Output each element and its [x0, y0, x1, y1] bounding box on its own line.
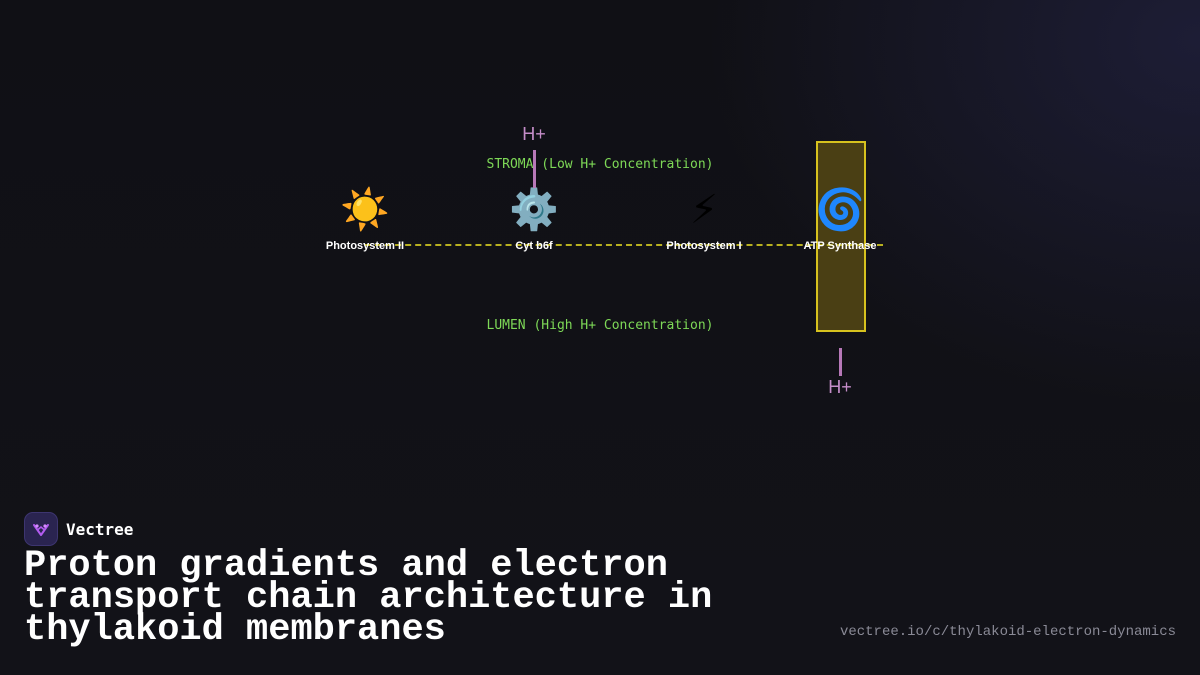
complex-label: Cyt b6f — [515, 240, 553, 252]
brand[interactable]: Vectree — [24, 512, 133, 546]
proton-arrow-bottom — [839, 348, 842, 376]
complex-cyt-b6f: ⚙️ Cyt b6f — [464, 186, 604, 252]
complex-label: Photosystem I — [666, 240, 742, 252]
lumen-label: LUMEN (High H+ Concentration) — [486, 318, 714, 333]
page-title: Proton gradients and electron transport … — [24, 545, 713, 651]
sun-icon: ☀️ — [340, 187, 390, 233]
cyclone-icon: 🌀 — [815, 187, 865, 233]
proton-label-bottom: H+ — [828, 377, 852, 397]
source-url[interactable]: vectree.io/c/thylakoid-electron-dynamics — [839, 624, 1176, 640]
lightning-icon: ⚡ — [689, 187, 719, 233]
complex-label: ATP Synthase — [803, 240, 877, 252]
gear-icon: ⚙️ — [509, 187, 559, 233]
stroma-label: STROMA (Low H+ Concentration) — [486, 157, 714, 172]
proton-label-top: H+ — [522, 124, 546, 144]
complex-photosystem-i: ⚡ Photosystem I — [634, 186, 774, 252]
complex-atp-synthase: 🌀 ATP Synthase — [770, 186, 910, 252]
brand-name: Vectree — [66, 519, 134, 539]
vectree-logo-icon — [24, 512, 58, 546]
membrane-line — [365, 244, 883, 246]
complex-photosystem-ii: ☀️ Photosystem II — [295, 186, 435, 252]
atp-synthase-channel — [816, 141, 866, 332]
proton-arrow-top — [533, 150, 536, 188]
complex-label: Photosystem II — [325, 240, 405, 252]
